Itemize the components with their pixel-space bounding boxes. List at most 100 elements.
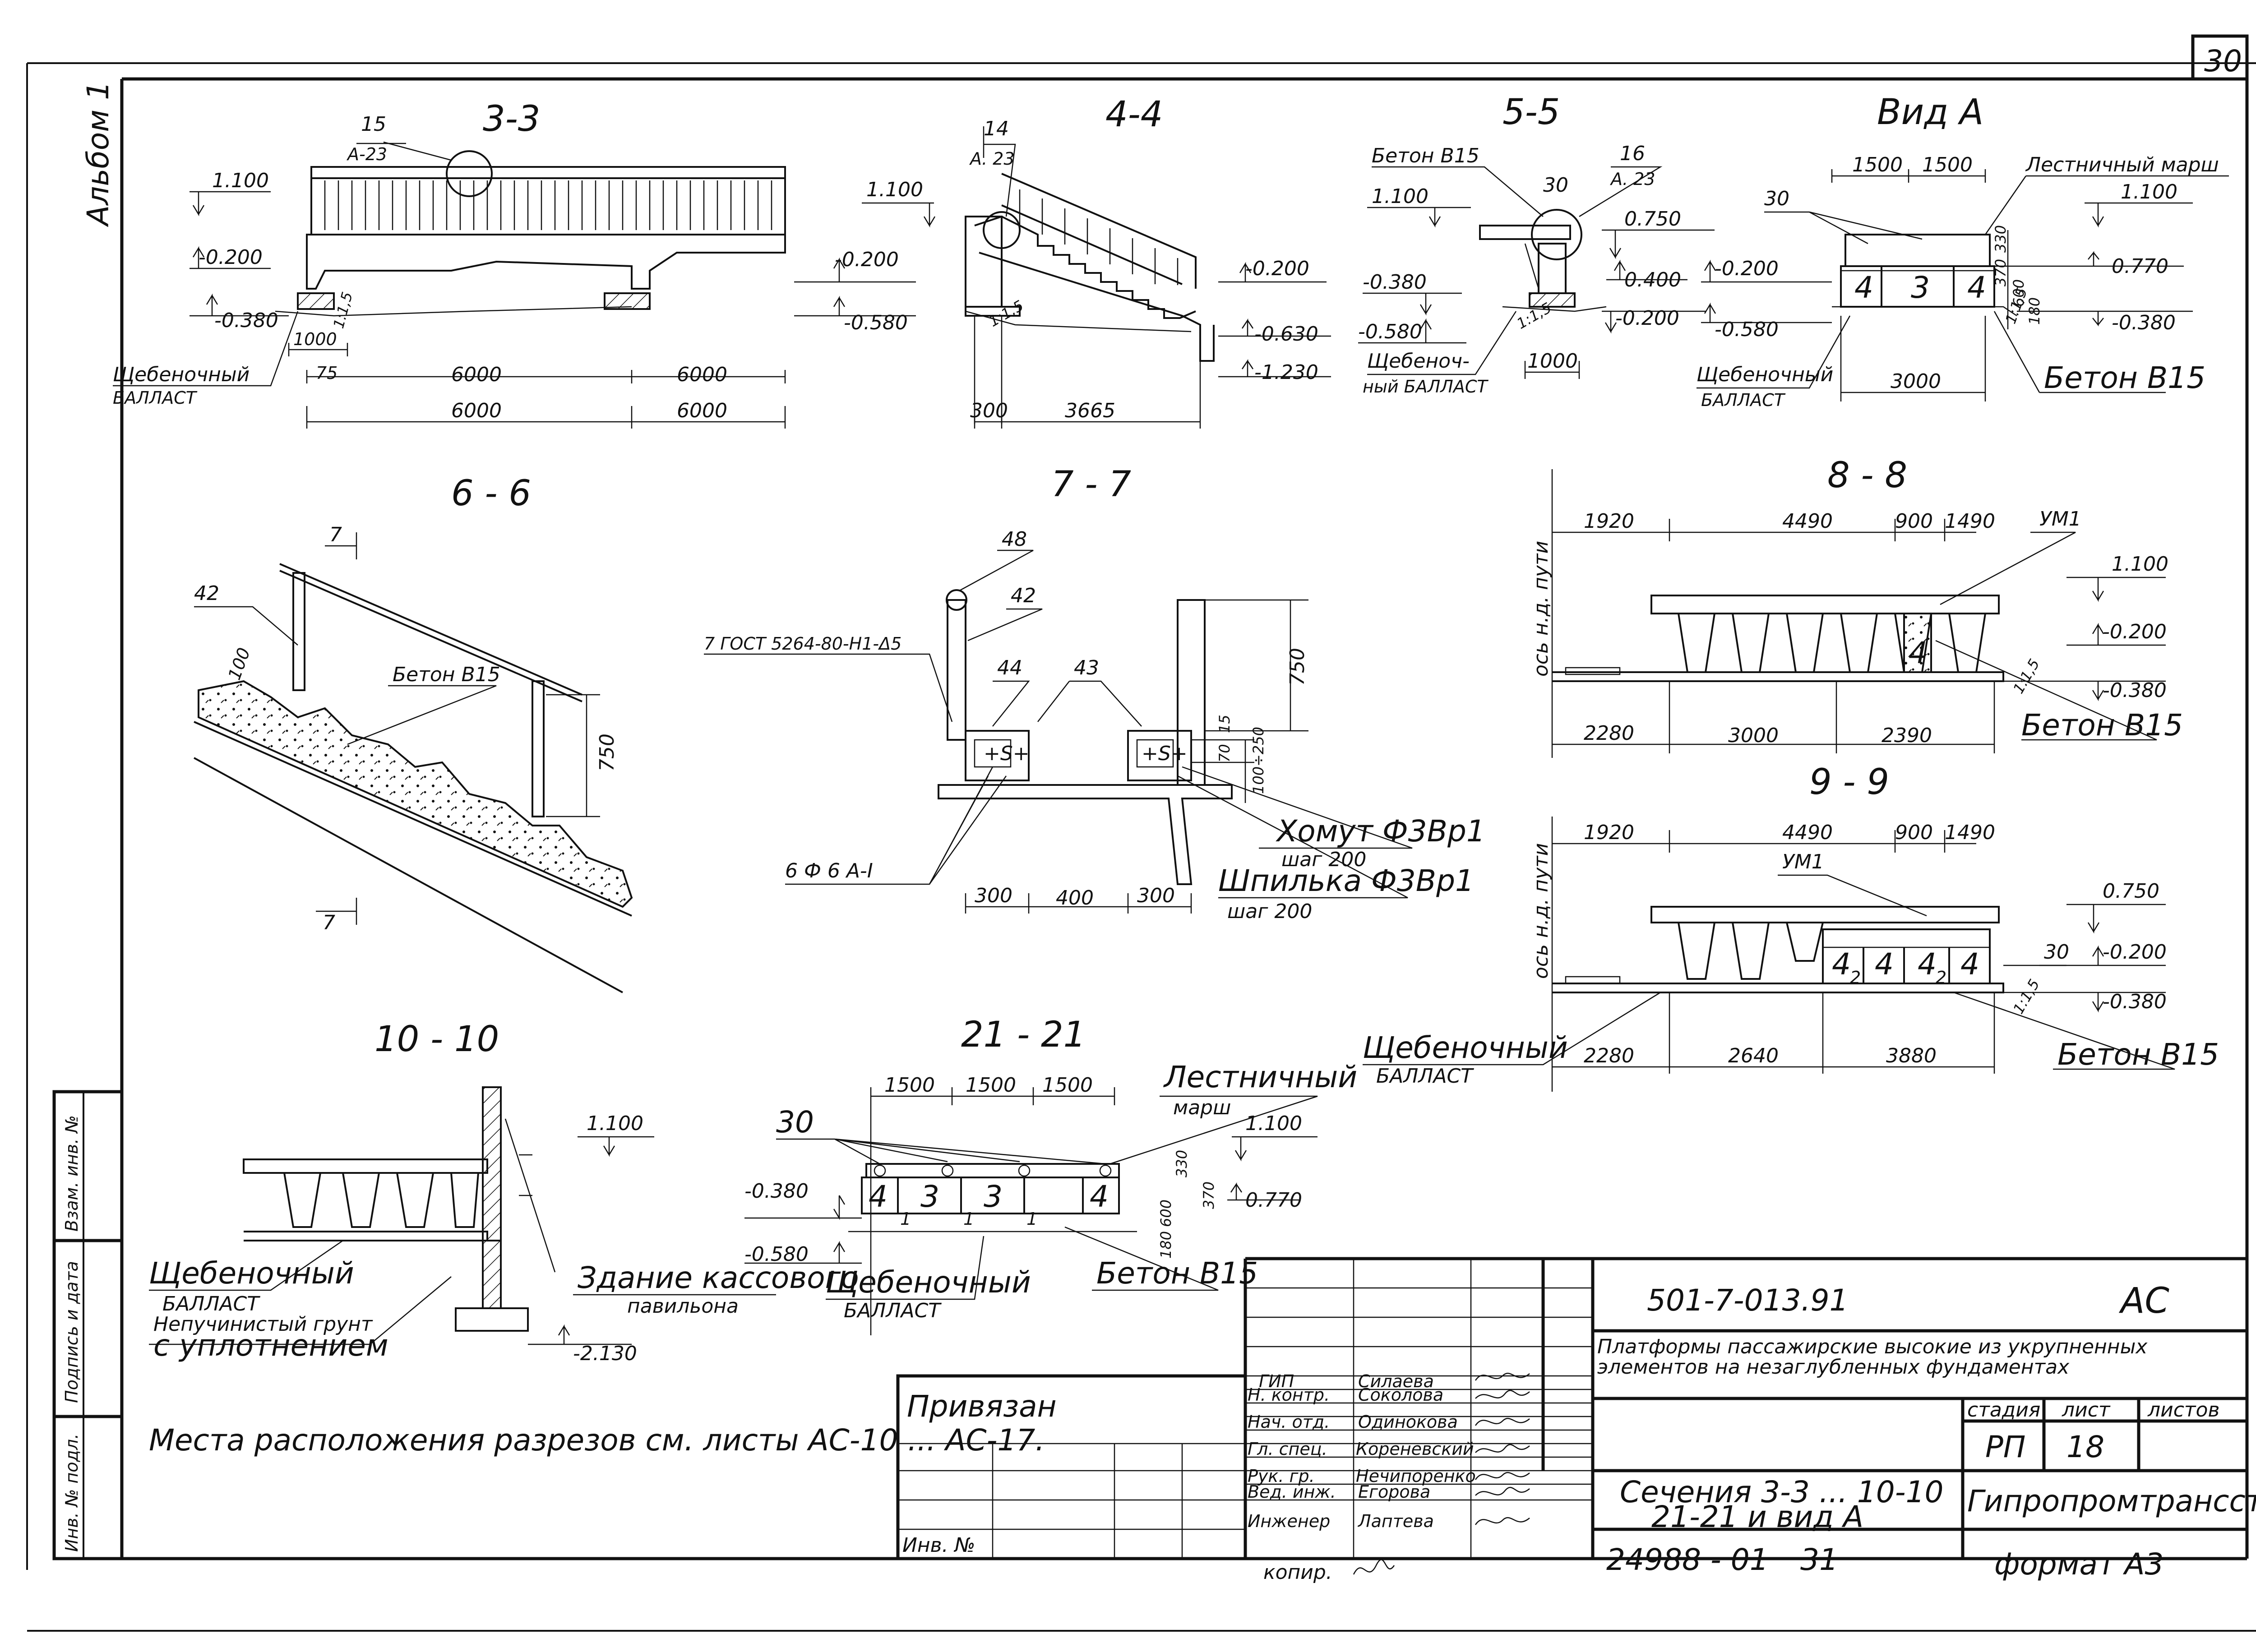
s88-dim-2390: 2390 [1882,724,1932,747]
s2121-vdim-180: 180 [1157,1231,1174,1259]
s2121-level-0580: -0.580 [744,1243,809,1266]
s77-num44: 44 [997,656,1022,679]
s44-level-0630: -0.630 [1254,323,1318,346]
tb-sheet: 18 [2066,1430,2104,1464]
s99-um: УМ1 [1782,850,1824,873]
section-9-9: 9 - 9 ось н.д. пути 1920 4490 900 1490 У… [1363,762,2219,1092]
s66-dim-100: 100 [224,645,254,683]
callout-14-sheet: А. 23 [969,149,1015,169]
s2121-vdim-600: 600 [1157,1200,1174,1227]
name-egorova: Егорова [1358,1482,1430,1502]
s99-dim-1920: 1920 [1584,821,1634,844]
section-6-6-title: 6 - 6 [451,473,531,514]
s99-block-2a: 2 [1850,968,1861,988]
tb-stage: РП [1985,1430,2025,1464]
viewa-level-0200: -0.200 [1715,257,1779,280]
s2121-block-3a: 3 [920,1179,939,1214]
s2121-block-4a: 4 [869,1179,888,1214]
s2121-sub-1b: 1 [963,1209,974,1229]
s55-level-1100: 1.100 [1372,185,1428,208]
s2121-vdim-330: 330 [1173,1150,1190,1177]
s1010-soil-2: с уплотнением [153,1328,388,1363]
s44-dim-300: 300 [970,399,1008,422]
s99-block-2b: 2 [1936,968,1946,988]
section-7-7: 7 - 7 48 42 7 ГОСТ 5264-80-Н1-Δ5 44 43 +… [704,464,1485,923]
s88-concrete: Бетон В15 [2021,708,2183,743]
s77-num42: 42 [1011,584,1036,607]
privyazan-label: Привязан [907,1389,1057,1424]
viewa-level-0380: -0.380 [2112,311,2176,334]
s77-num48: 48 [1002,528,1027,551]
tb-description-1: Платформы пассажирские высокие из укрупн… [1597,1335,2148,1358]
tb-mark: АС [2118,1281,2169,1321]
s33-dim-6000-c: 6000 [451,399,502,422]
callout-circle-15 [446,150,493,197]
tb-inv-sheet: 31 [1800,1542,1838,1577]
s2121-stair-1: Лестничный [1163,1060,1357,1094]
s1010-soil-1: Непучинистый грунт [153,1313,373,1336]
s77-pin-1: Шпилька Ф3Вр1 [1218,863,1474,898]
section-4-4: 4-4 14 А. 23 1:1,5 1.100 -0.200 -0.580 -… [794,94,1331,429]
s55-level-0750: 0.750 [1624,208,1681,231]
callout-14-num: 14 [984,117,1009,140]
s88-block: 4 [1909,636,1928,670]
s77-clamp-1: Хомут Ф3Вр1 [1276,814,1485,849]
viewa-dim-1500-b: 1500 [1922,153,1973,176]
s2121-ballast-1: Щебеночный [826,1265,1031,1300]
s1010-ballast-1: Щебеночный [149,1256,354,1291]
s99-block-4d: 4 [1960,947,1979,982]
s99-block-4b: 4 [1875,947,1894,982]
s99-dim-3880: 3880 [1886,1044,1937,1067]
s1010-level-2130: -2.130 [573,1342,637,1365]
s99-block-4c: 4 [1918,947,1937,982]
s2121-stair-2: марш [1173,1096,1231,1119]
section-6-6: 6 - 6 7 7 750 42 100 Бетон В15 [194,473,633,993]
s33-level-0380: -0.380 [214,309,278,332]
section-21-21-title: 21 - 21 [961,1015,1086,1055]
s77-dim-100-250: 100÷250 [1250,727,1267,794]
s88-dim-2280: 2280 [1584,722,1634,745]
viewa-ballast-2: БАЛЛАСТ [1701,390,1786,410]
s55-dim-1000-val: 1000 [1527,350,1578,373]
s1010-building-1: Здание кассового [578,1260,859,1295]
s88-dim-3000: 3000 [1728,724,1779,747]
section-5-5-title: 5-5 [1502,92,1560,133]
s55-level-0400: 0.400 [1624,268,1681,291]
general-note: Места расположения разрезов см. листы АС… [149,1423,1045,1458]
s55-ballast-2: ный БАЛЛАСТ [1363,377,1489,397]
tb-inv-number: 24988 - 01 [1606,1542,1769,1577]
viewa-concrete: Бетон В15 [2044,360,2205,395]
tb-header-sheets: листов [2147,1398,2219,1421]
role-inzhener: Инженер [1248,1511,1330,1531]
section-21-21: 21 - 21 1500 1500 1500 Лестничный марш 3… [744,1015,1357,1335]
s33-level-0200: -0.200 [199,246,263,269]
name-odinokova: Одинокова [1358,1412,1458,1432]
s55-level-0580: -0.580 [1358,320,1422,343]
section-10-10: 10 - 10 1.100 -2.130 Щебеночный БАЛЛАСТ … [149,1019,859,1365]
tb-header-sheet: лист [2062,1398,2111,1421]
tb-code: 501-7-013.91 [1647,1283,1849,1318]
s2121-level-1100: 1.100 [1245,1112,1302,1135]
s33-dim-75: 75 [316,363,337,383]
name-silaeva: Силаева [1358,1371,1434,1391]
stamp-vzam-inv: Взам. инв. № [62,1115,82,1232]
viewa-stair-label: Лестничный марш [2025,153,2219,176]
s99-dim-2640: 2640 [1728,1044,1779,1067]
s66-num42: 42 [194,582,219,605]
s99-slope: 1:1,5 [2010,976,2043,1017]
s55-level-0200: -0.200 [1615,307,1679,330]
s66-cut-bottom: 7 [323,911,335,934]
section-5-5: 5-5 Бетон В15 16 А. 23 30 1:1,5 1.100 -0… [1358,92,1715,397]
section-4-4-title: 4-4 [1105,94,1163,135]
viewa-num30: 30 [1764,187,1789,210]
s88-um: УМ1 [2039,508,2081,531]
s99-ballast-2: БАЛЛАСТ [1376,1065,1474,1088]
s44-level-0200: -0.200 [835,248,899,271]
s99-dim-2280: 2280 [1584,1044,1634,1067]
s99-concrete: Бетон В15 [2057,1037,2219,1072]
s33-ballast-1: Щебеночный [113,363,250,386]
stamp-inv-podl: Инв. № подл. [62,1434,82,1552]
s33-dim-6000-b: 6000 [677,363,727,386]
section-8-8-title: 8 - 8 [1827,455,1907,496]
